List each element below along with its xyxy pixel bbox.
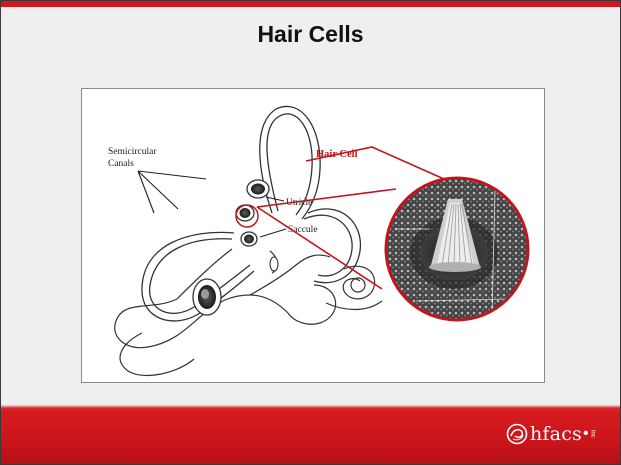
inner-ear-diagram: Semicircular Canals Utricle Saccule Hair… bbox=[82, 89, 544, 382]
label-semicircular-line2: Canals bbox=[108, 159, 134, 169]
logo-mark: inc bbox=[590, 430, 596, 438]
slide-title: Hair Cells bbox=[1, 21, 620, 48]
utricle-structure bbox=[236, 180, 269, 221]
hfacs-logo: hfacs • inc bbox=[506, 421, 606, 447]
hair-cell-micrograph bbox=[382, 174, 532, 324]
logo-text: hfacs bbox=[530, 423, 582, 445]
label-semicircular-line1: Semicircular bbox=[108, 147, 157, 157]
oval-window bbox=[193, 279, 221, 315]
diagram-frame: Semicircular Canals Utricle Saccule Hair… bbox=[81, 88, 545, 383]
vestibule-body bbox=[115, 249, 382, 375]
saccule-structure bbox=[241, 232, 278, 273]
logo-dot-icon: • bbox=[583, 425, 589, 443]
swirl-logo-icon bbox=[506, 423, 528, 445]
top-accent-bar bbox=[1, 1, 620, 7]
